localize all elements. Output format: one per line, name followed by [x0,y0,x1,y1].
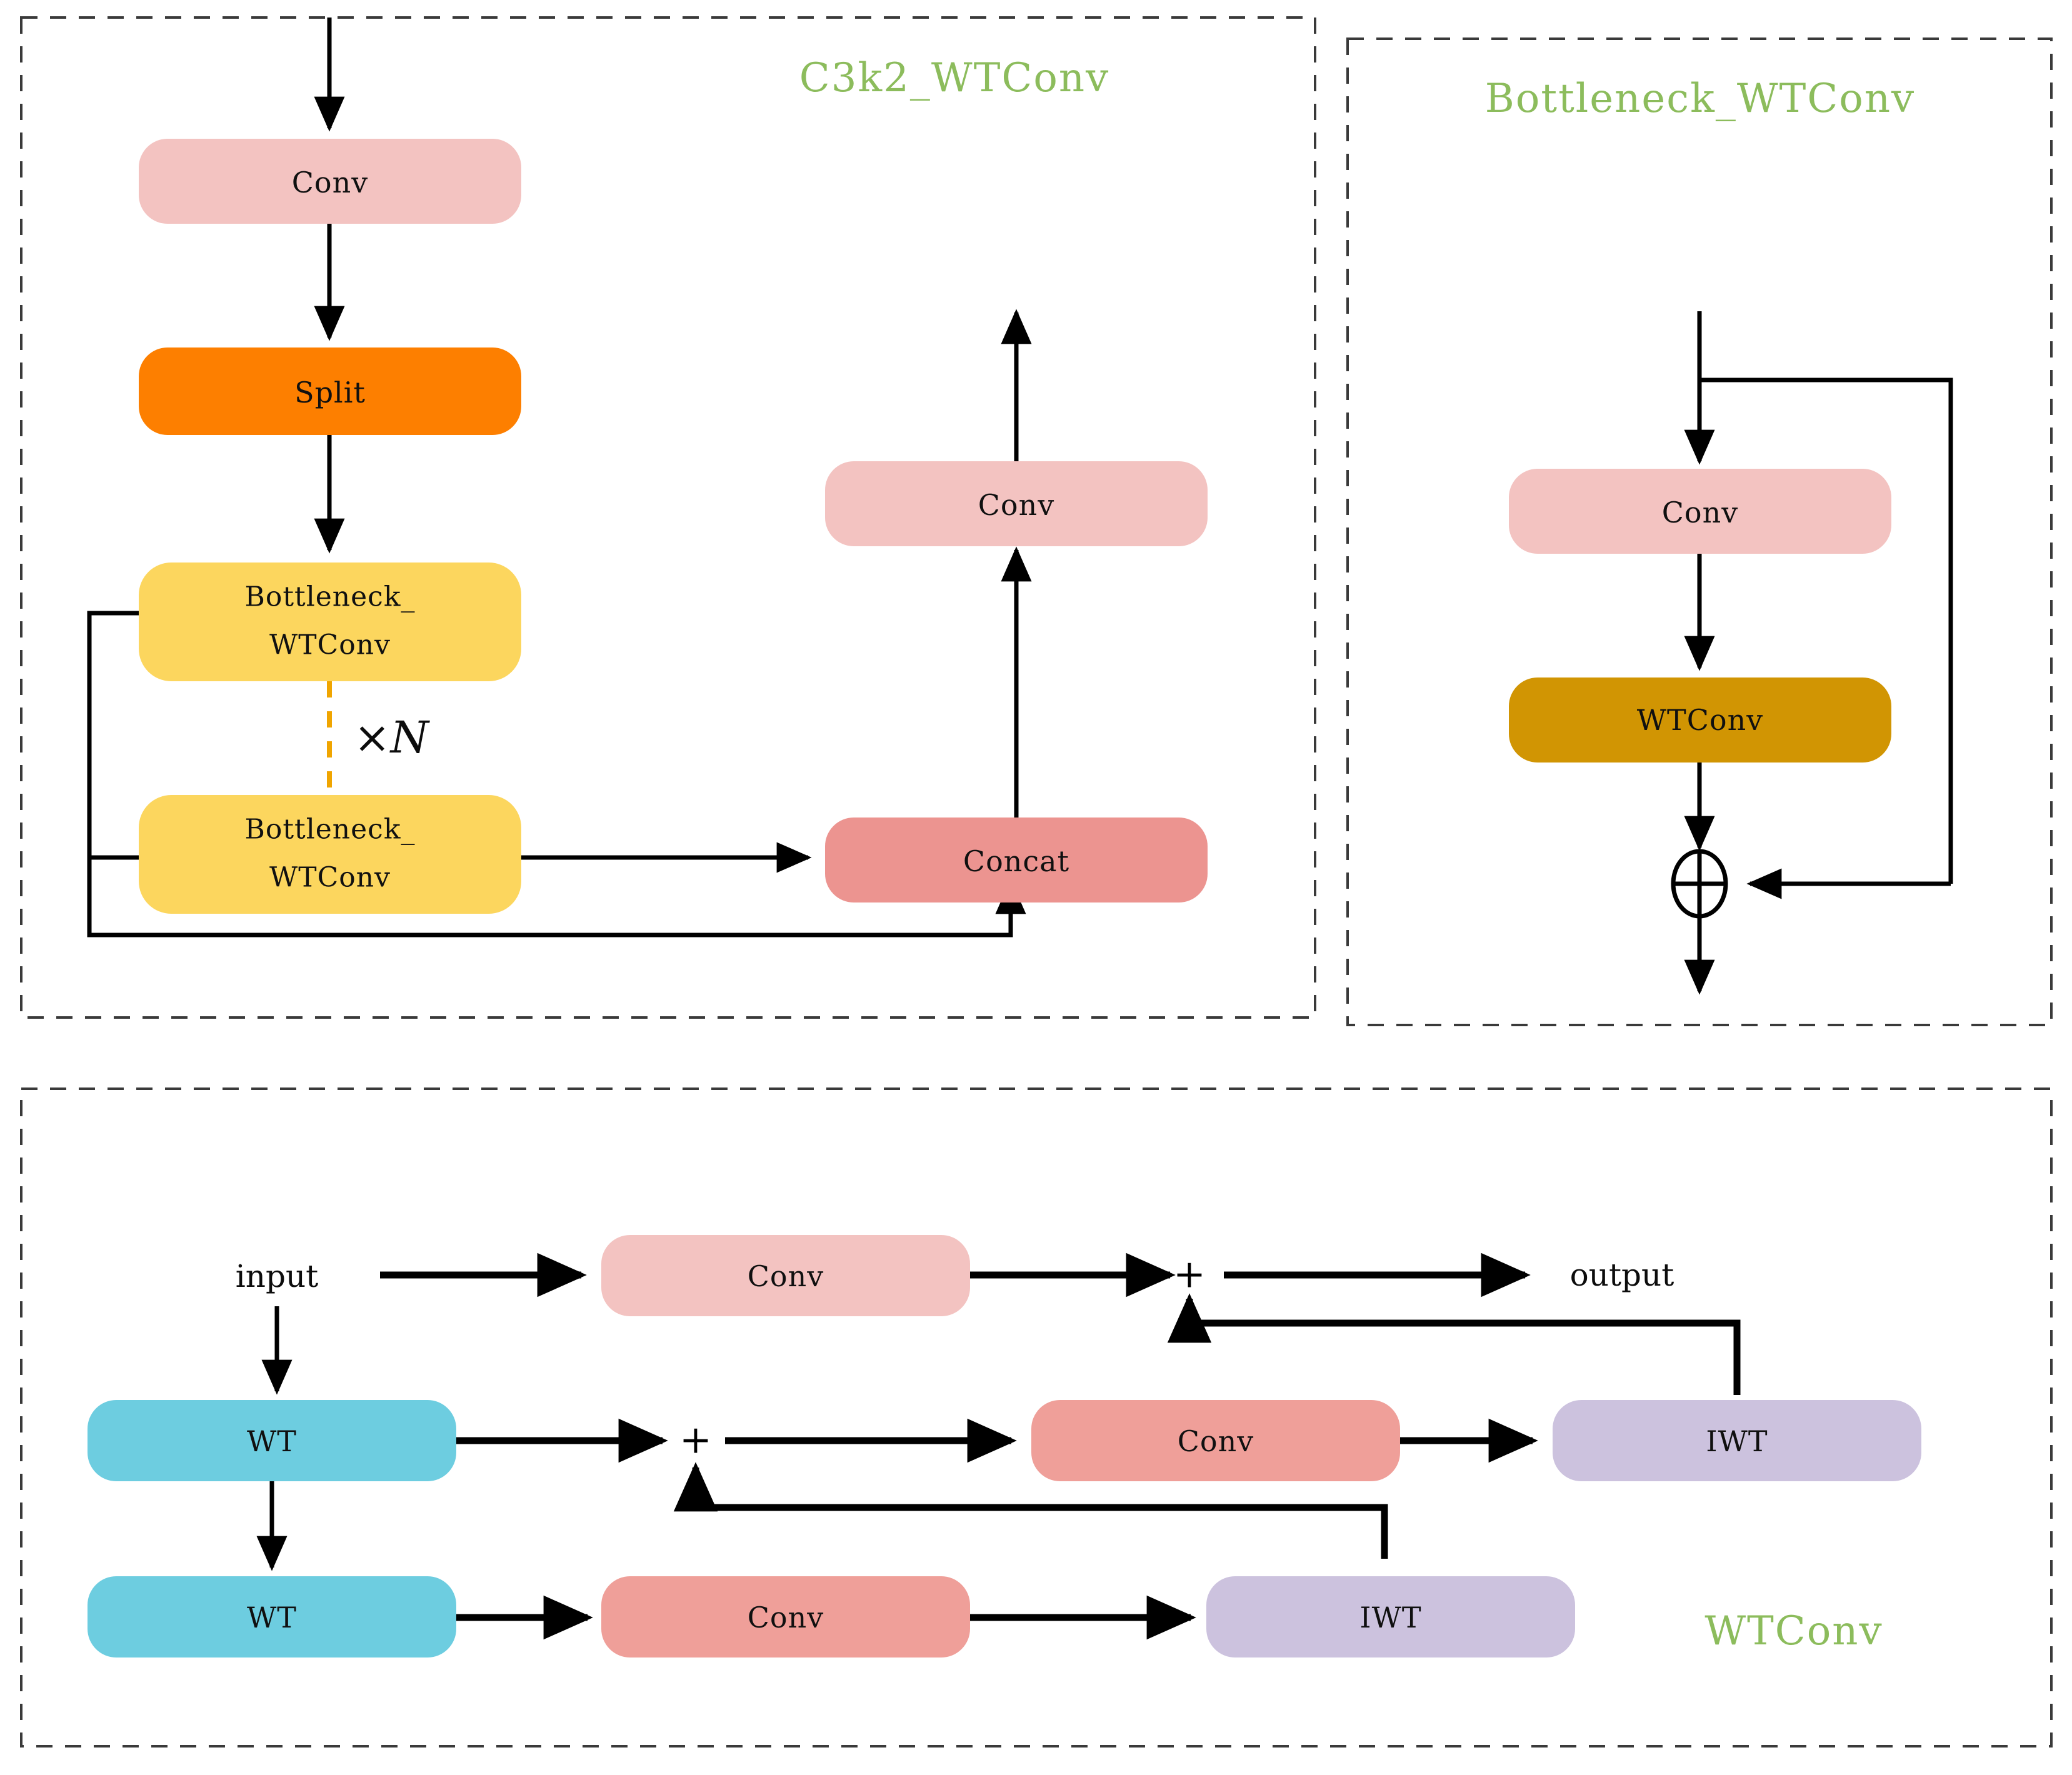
node-bneck-wtconv[interactable] [1509,678,1891,762]
node-wtconv-wt1-label: WT [247,1424,297,1458]
repeat-count-label: ×N [354,712,431,763]
edge-iwt-mid-to-plus-top [1167,1293,1741,1395]
node-c3k2-bottleneck-top-label-2: WTConv [269,629,391,661]
panel-border-bottleneck [1346,38,2053,1026]
node-c3k2-split-label: Split [294,376,366,409]
node-c3k2-bottleneck-top-label-1: Bottleneck_ [245,581,416,613]
node-wtconv-conv-bot-label: Conv [748,1601,824,1634]
node-wtconv-iwt-bot[interactable] [1206,1576,1575,1658]
node-c3k2-conv-in-label: Conv [292,166,369,199]
node-bneck-conv-label: Conv [1662,496,1739,529]
node-wtconv-wt1[interactable] [88,1400,456,1481]
panel-title-wtconv: WTConv [1704,1608,1883,1654]
node-bneck-conv[interactable] [1509,469,1891,554]
node-wtconv-wt2-label: WT [247,1601,297,1634]
node-c3k2-bottleneck-bottom-label-2: WTConv [269,862,391,894]
plus-node-top: + [1173,1251,1206,1297]
edge-skip-top-bneck-to-concat [87,611,1026,938]
node-c3k2-concat-label: Concat [963,844,1069,878]
node-wtconv-conv-mid-label: Conv [1178,1424,1254,1458]
node-bneck-wtconv-label: WTConv [1637,703,1763,737]
node-c3k2-bottleneck-bottom-label-1: Bottleneck_ [245,814,416,846]
panel-border-wtconv [20,1088,2053,1748]
node-c3k2-bottleneck-bottom[interactable] [139,795,521,914]
node-wtconv-conv-bot[interactable] [601,1576,970,1658]
output-label: output [1570,1257,1674,1293]
node-wtconv-conv-top[interactable] [601,1235,970,1316]
node-wtconv-conv-top-label: Conv [748,1259,824,1293]
edge-iwt-bot-to-plus-mid [673,1462,1388,1559]
node-wtconv-wt2[interactable] [88,1576,456,1658]
node-wtconv-iwt-mid[interactable] [1553,1400,1921,1481]
node-c3k2-conv-out-label: Conv [978,488,1055,522]
panel-title-c3k2: C3k2_WTConv [799,55,1110,101]
edge-bneck-residual-branch [1699,378,1953,884]
panel-border-c3k2 [20,16,1316,1019]
node-c3k2-conv-in[interactable] [139,139,521,224]
node-c3k2-concat[interactable] [825,818,1208,902]
node-c3k2-bottleneck-top[interactable] [139,562,521,681]
node-c3k2-split[interactable] [139,348,521,435]
node-wtconv-conv-mid[interactable] [1031,1400,1400,1481]
input-label: input [236,1258,319,1294]
node-wtconv-iwt-bot-label: IWT [1359,1601,1421,1634]
node-c3k2-conv-out[interactable] [825,461,1208,546]
plus-node-mid: + [679,1417,712,1462]
node-wtconv-iwt-mid-label: IWT [1706,1424,1768,1458]
panel-title-bottleneck: Bottleneck_WTConv [1485,76,1915,122]
